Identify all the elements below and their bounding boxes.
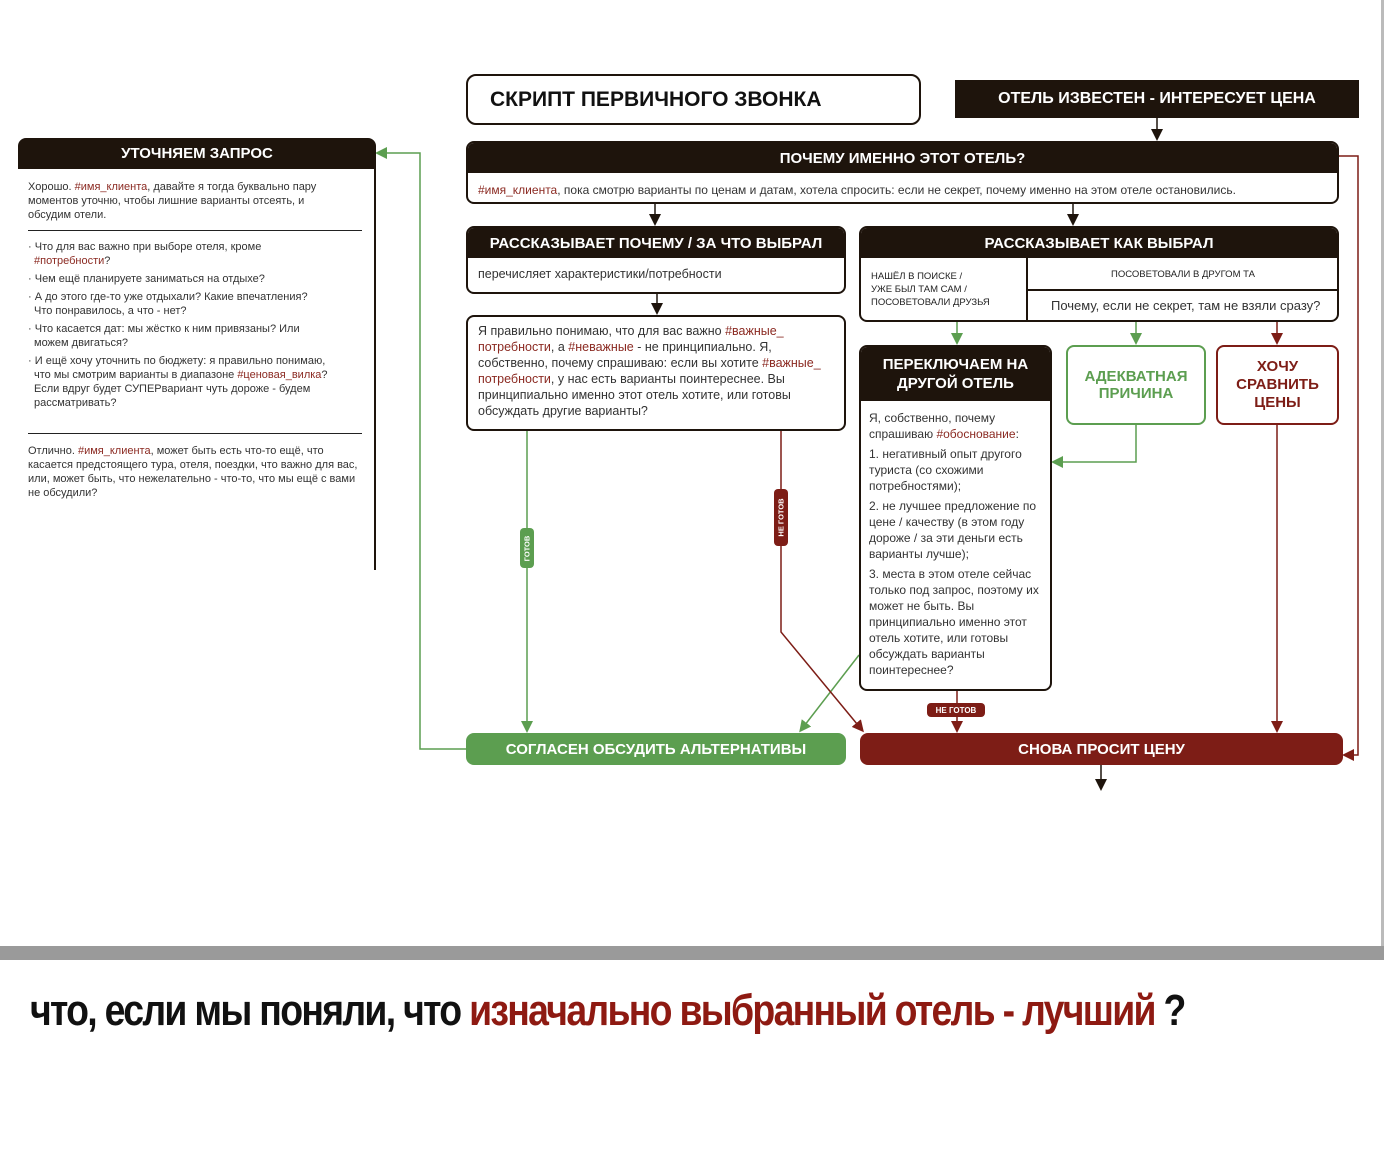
text-segment: ? Если вдруг будет СУПЕРвариант чуть дор… (34, 369, 328, 409)
how-right-bottom: Почему, если не секрет, там не взяли сра… (1051, 298, 1321, 313)
question-item: · Чем ещё планируете заниматься на отдых… (28, 273, 265, 285)
why-header: ПОЧЕМУ ИМЕННО ЭТОТ ОТЕЛЬ? (468, 143, 1337, 173)
text-segment: Что для вас важно при выборе отеля, кром… (34, 241, 262, 253)
text-segment: - не принципиально. Я, собственно, почем… (478, 340, 772, 370)
placeholder-tag: #потребности (34, 255, 105, 267)
caption: что, если мы поняли, что изначально выбр… (30, 986, 1187, 1036)
how-option: ПОСОВЕТОВАЛИ ДРУЗЬЯ (871, 297, 990, 308)
text-segment: Чем ещё планируете заниматься на отдыхе? (34, 273, 265, 285)
placeholder-tag: #неважные (568, 340, 634, 354)
switch-item: 3. места в этом отеле сейчас только под … (869, 567, 1039, 677)
placeholder-tag: #имя_клиента (478, 183, 558, 197)
compare-text: ХОЧУ СРАВНИТЬ ЦЕНЫ (1236, 358, 1319, 411)
how-split-h (1026, 289, 1337, 291)
switch-header: ПЕРЕКЛЮЧАЕМ НА ДРУГОЙ ОТЕЛЬ (861, 347, 1050, 401)
compare-box: ХОЧУ СРАВНИТЬ ЦЕНЫ (1216, 345, 1339, 425)
start-banner-text: ОТЕЛЬ ИЗВЕСТЕН - ИНТЕРЕСУЕТ ЦЕНА (998, 90, 1316, 107)
not-ready-label-text: НЕ ГОТОВ (776, 498, 786, 537)
how-header-text: РАССКАЗЫВАЕТ КАК ВЫБРАЛ (984, 234, 1214, 252)
switch-box: ПЕРЕКЛЮЧАЕМ НА ДРУГОЙ ОТЕЛЬ Я, собственн… (859, 345, 1052, 691)
text-segment: , а (550, 340, 569, 354)
how-header: РАССКАЗЫВАЕТ КАК ВЫБРАЛ (861, 228, 1337, 258)
start-banner: ОТЕЛЬ ИЗВЕСТЕН - ИНТЕРЕСУЕТ ЦЕНА (955, 80, 1359, 118)
why-body: #имя_клиента, пока смотрю варианты по це… (468, 173, 1337, 202)
clarify-body: Я правильно понимаю, что для вас важно #… (468, 317, 844, 425)
question-item: · И ещё хочу уточнить по бюджету: я прав… (28, 355, 328, 409)
question-item: · Что касается дат: мы жёстко к ним прив… (28, 323, 300, 349)
text-segment: Хорошо. (28, 181, 75, 193)
why-header-text: ПОЧЕМУ ИМЕННО ЭТОТ ОТЕЛЬ? (779, 149, 1026, 167)
switch-body: Я, собственно, почему спрашиваю #обоснов… (861, 401, 1050, 687)
text-segment: Я правильно понимаю, что для вас важно (478, 324, 726, 338)
adequate-box: АДЕКВАТНАЯ ПРИЧИНА (1066, 345, 1206, 425)
placeholder-tag: #важные_ потребности (478, 324, 784, 354)
title-text: СКРИПТ ПЕРВИЧНОГО ЗВОНКА (490, 87, 822, 111)
text-segment: , пока смотрю варианты по ценам и датам,… (557, 183, 1236, 197)
how-option: УЖЕ БЫЛ ТАМ САМ / (871, 284, 967, 295)
reason-header-text: РАССКАЗЫВАЕТ ПОЧЕМУ / ЗА ЧТО ВЫБРАЛ (489, 234, 823, 252)
scrollbar[interactable] (1381, 0, 1384, 950)
agree-bar: СОГЛАСЕН ОБСУДИТЬ АЛЬТЕРНАТИВЫ (466, 733, 846, 765)
reason-header: РАССКАЗЫВАЕТ ПОЧЕМУ / ЗА ЧТО ВЫБРАЛ (468, 228, 844, 258)
text-segment: : (1015, 427, 1019, 441)
adequate-text: АДЕКВАТНАЯ ПРИЧИНА (1084, 368, 1188, 402)
left-outro: Отлично. #имя_клиента, может быть есть ч… (28, 444, 358, 500)
switch-intro: Я, собственно, почему спрашиваю #обоснов… (869, 410, 1042, 442)
question-item: · Что для вас важно при выборе отеля, кр… (28, 241, 262, 267)
divider (28, 433, 362, 434)
switch-item: 1. негативный опыт другого туриста (со с… (869, 447, 1022, 493)
again-text: СНОВА ПРОСИТ ЦЕНУ (1018, 740, 1185, 758)
not-ready-label-2: НЕ ГОТОВ (927, 703, 985, 717)
placeholder-tag: #обоснование (936, 427, 1016, 441)
text-segment: Отлично. (28, 445, 78, 457)
caption-part3: ? (1154, 986, 1187, 1035)
clarify-box: Я правильно понимаю, что для вас важно #… (466, 315, 846, 431)
text-segment: ? (104, 255, 111, 267)
text-segment: , у нас есть варианты поинтереснее. Вы п… (478, 372, 791, 418)
left-header: УТОЧНЯЕМ ЗАПРОС (18, 138, 376, 169)
placeholder-tag: #ценовая_вилка (237, 369, 322, 381)
why-box: ПОЧЕМУ ИМЕННО ЭТОТ ОТЕЛЬ? #имя_клиента, … (466, 141, 1339, 204)
how-left: НАШЁЛ В ПОИСКЕ / УЖЕ БЫЛ ТАМ САМ / ПОСОВЕТ… (871, 270, 990, 309)
question-item: · А до этого где-то уже отдыхали? Какие … (28, 291, 308, 317)
script-title: СКРИПТ ПЕРВИЧНОГО ЗВОНКА (466, 74, 921, 125)
again-bar: СНОВА ПРОСИТ ЦЕНУ (860, 733, 1343, 765)
left-questions: · Что для вас важно при выборе отеля, кр… (28, 240, 328, 414)
how-right-top: ПОСОВЕТОВАЛИ В ДРУГОМ ТА (1111, 269, 1255, 280)
slide-divider (0, 946, 1384, 960)
left-header-text: УТОЧНЯЕМ ЗАПРОС (121, 145, 273, 162)
left-intro: Хорошо. #имя_клиента, давайте я тогда бу… (28, 180, 338, 222)
text-segment: А до этого где-то уже отдыхали? Какие вп… (34, 291, 308, 317)
switch-header-text: ПЕРЕКЛЮЧАЕМ НА ДРУГОЙ ОТЕЛЬ (882, 356, 1029, 392)
reason-body: перечисляет характеристики/потребности (478, 267, 722, 281)
caption-part1: что, если мы поняли, что (30, 986, 470, 1035)
how-box: РАССКАЗЫВАЕТ КАК ВЫБРАЛ НАШЁЛ В ПОИСКЕ /… (859, 226, 1339, 322)
not-ready-label: НЕ ГОТОВ (774, 489, 788, 546)
placeholder-tag: #имя_клиента (77, 445, 151, 457)
agree-text: СОГЛАСЕН ОБСУДИТЬ АЛЬТЕРНАТИВЫ (505, 740, 807, 758)
text-segment: Я, собственно, почему спрашиваю (869, 411, 996, 441)
text-segment: Что касается дат: мы жёстко к ним привяз… (34, 323, 300, 349)
text-segment: , давайте я тогда буквально пару моменто… (28, 181, 317, 221)
reason-box: РАССКАЗЫВАЕТ ПОЧЕМУ / ЗА ЧТО ВЫБРАЛ пере… (466, 226, 846, 294)
not-ready-label-2-text: НЕ ГОТОВ (935, 705, 977, 715)
text-segment: , может быть есть что-то ещё, что касает… (28, 445, 358, 499)
ready-label: ГОТОВ (520, 528, 534, 568)
ready-label-text: ГОТОВ (522, 535, 532, 561)
placeholder-tag: #имя_клиента (74, 181, 148, 193)
caption-highlight: изначально выбранный отель - лучший (469, 986, 1156, 1035)
how-option: НАШЁЛ В ПОИСКЕ / (871, 271, 963, 282)
divider (28, 230, 362, 231)
text-segment: И ещё хочу уточнить по бюджету: я правил… (34, 355, 326, 381)
switch-item: 2. не лучшее предложение по цене / качес… (869, 499, 1037, 561)
placeholder-tag: #важные_ потребности (478, 356, 821, 386)
